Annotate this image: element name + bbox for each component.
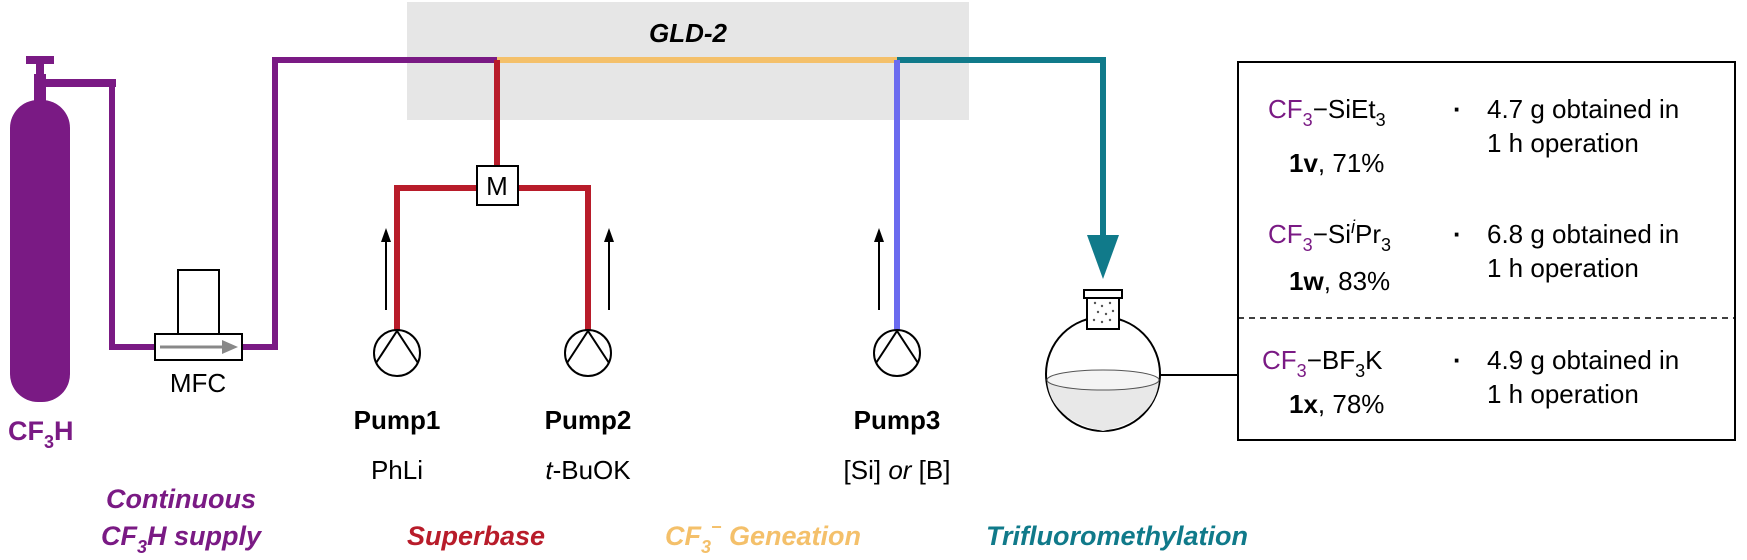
pump1-name: Pump1 [354,405,441,435]
trifluoro-arrow [1087,235,1119,279]
mixer-box [476,165,519,206]
superbase-lines [394,60,591,330]
product-1x-yield: 1x, 78% [1289,389,1384,419]
category-superbase: Superbase [407,521,545,551]
category-supply-line1: Continuous [106,484,256,514]
product-1w-bullet: · [1453,219,1462,249]
product-1w-note1: 6.8 g obtained in [1487,219,1679,249]
flow-arrows [381,228,884,310]
pump3-name: Pump3 [854,405,941,435]
product-1v-yield: 1v, 71% [1289,148,1384,178]
product-1x-formula: CF3−BF3K [1262,345,1383,381]
product-1w-note2: 1 h operation [1487,253,1639,283]
category-trifluoro: Trifluoromethylation [986,521,1248,551]
product-1v-note1: 4.7 g obtained in [1487,94,1679,124]
pump1-symbol [373,329,421,377]
product-1v-bullet: · [1453,94,1462,124]
pump2-symbol [564,329,612,377]
cylinder-label: CF3H [8,416,74,452]
category-supply-line2: CF3H supply [101,521,263,557]
products-box [1237,61,1736,441]
mfc-device [154,269,243,361]
product-1v-formula: CF3−SiEt3 [1268,94,1386,130]
cf3h-supply-line [109,57,497,350]
gas-cylinder [10,56,116,402]
product-1w-yield: 1w, 83% [1289,266,1390,296]
collection-flask [1045,289,1161,432]
mfc-label: MFC [170,368,226,398]
pump2-reagent: t-BuOK [545,455,631,485]
pump3-reagent: [Si] or [B] [844,455,951,485]
mixer-label: M [486,171,508,201]
product-1x-bullet: · [1453,345,1462,375]
product-1x-note2: 1 h operation [1487,379,1639,409]
reactor-label: GLD-2 [649,18,728,48]
trifluoro-line [897,57,1106,248]
product-1x-note1: 4.9 g obtained in [1487,345,1679,375]
pump3-symbol [873,329,921,377]
product-1w-formula: CF3−SiiPr3 [1268,217,1391,255]
product-1v-note2: 1 h operation [1487,128,1639,158]
category-generation: CF3− Geneation [665,517,861,557]
pump1-reagent: PhLi [371,455,423,485]
pump2-name: Pump2 [545,405,632,435]
